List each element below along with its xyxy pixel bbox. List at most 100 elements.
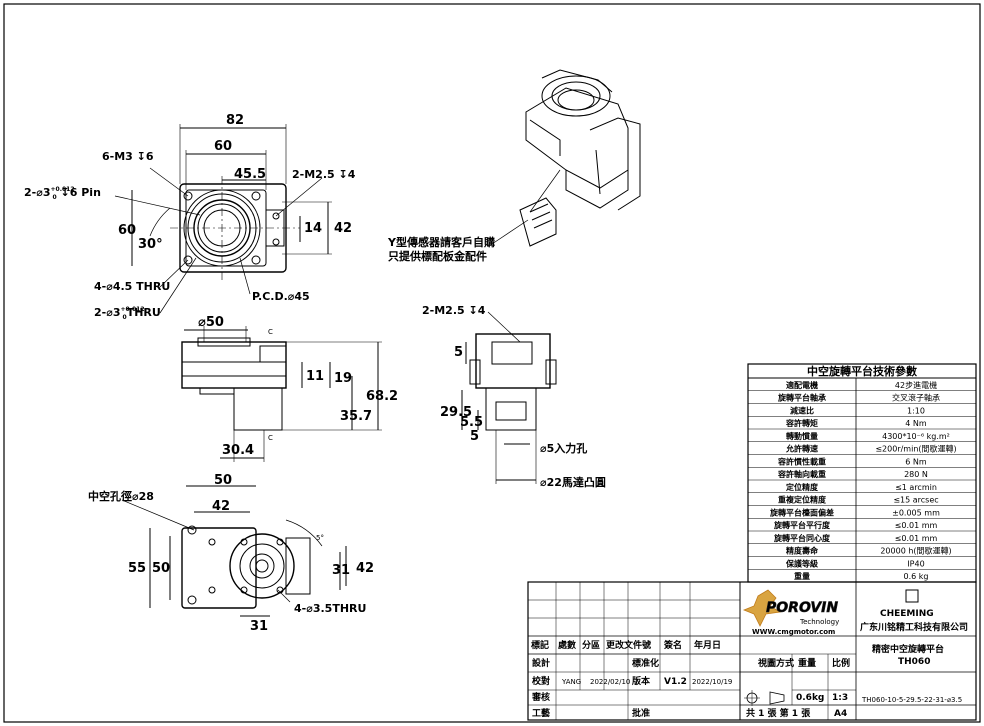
row-design: 設計: [532, 657, 550, 669]
callout-4-thru: 4-⌀4.5 THRU: [94, 280, 170, 293]
spec-value: 0.6 kg: [904, 572, 929, 581]
cheeming-logo-icon: [905, 589, 919, 603]
spec-value: ±0.005 mm: [892, 508, 940, 517]
chamfer-c1: C: [268, 328, 273, 336]
hdr-mark: 標記: [531, 639, 549, 651]
row-review: 審核: [531, 691, 550, 703]
chamfer-c2: C: [268, 434, 273, 442]
product-title: 精密中空旋轉平台: [872, 643, 944, 655]
side-view: [461, 311, 557, 484]
logo-text: CHEEMING: [880, 609, 934, 619]
spec-value: ≤15 arcsec: [893, 496, 938, 505]
paper-size: A4: [834, 709, 847, 719]
side-dim-5: 5: [454, 345, 463, 360]
part-number: TH060-10-5-29.5-22-31-⌀3.5: [861, 696, 962, 704]
spec-value: 4300*10⁻⁶ kg.m²: [882, 432, 950, 441]
spec-key: 容許轉矩: [785, 418, 818, 428]
dim-60-vert: 60: [118, 223, 136, 238]
spec-value: ≤0.01 mm: [895, 521, 938, 530]
front-view: [181, 326, 382, 462]
view-mode-label: 視圖方式: [757, 657, 794, 669]
spec-key: 精度壽命: [786, 546, 819, 556]
row-standard: 標准化: [632, 657, 659, 669]
spec-value: ≤1 arcmin: [895, 483, 937, 492]
hdr-sign: 簽名: [663, 639, 682, 651]
bottom-dim-31b: 31: [250, 619, 268, 634]
side-dim-29-5: 29.5: [440, 405, 472, 420]
top-view: [114, 124, 332, 314]
side-dim-5b: 5: [470, 429, 479, 444]
dim-60: 60: [214, 139, 232, 154]
spec-value: 1:10: [907, 406, 925, 415]
spec-key: 旋轉平台檯面偏差: [769, 507, 834, 517]
spec-key: 旋轉平台同心度: [773, 533, 831, 543]
dim-45-5: 45.5: [234, 167, 266, 182]
dim-11: 11: [306, 369, 324, 384]
spec-value: 4 Nm: [905, 419, 927, 428]
spec-key: 保護等級: [785, 558, 818, 568]
check-date: 2022/02/10: [590, 678, 630, 686]
bottom-dim-50: 50: [214, 473, 232, 488]
side-callout-m25: 2-M2.5 ↧4: [422, 304, 486, 317]
iso-view: [519, 69, 641, 247]
spec-key: 減速比: [790, 405, 814, 415]
bottom-view: [121, 485, 347, 617]
spec-value: IP40: [907, 559, 924, 568]
callout-pcd: P.C.D.⌀45: [252, 290, 310, 303]
projection-cone-icon: [769, 691, 785, 705]
sheet-border: [3, 3, 981, 723]
spec-value: 6 Nm: [905, 457, 927, 466]
check-name: YANG: [561, 678, 581, 686]
spec-key: 容許軸向載重: [777, 469, 826, 479]
dim-82: 82: [226, 113, 244, 128]
spec-value: ≤0.01 mm: [895, 534, 938, 543]
title-block: [527, 581, 977, 721]
dim-14: 14: [304, 221, 322, 236]
spec-key: 轉動慣量: [786, 431, 818, 441]
spec-value: 交叉滾子軸承: [892, 393, 940, 403]
spec-key: 容許慣性載重: [777, 456, 826, 466]
callout-2-m25: 2-M2.5 ↧4: [292, 168, 356, 181]
version-value: V1.2: [664, 677, 687, 687]
side-dim-5-5: 5.5: [460, 415, 483, 430]
iso-note-leader: [491, 219, 529, 245]
bottom-dim-42b: 42: [356, 561, 374, 576]
bottom-dim-5deg: 5°: [316, 534, 324, 542]
dim-phi50: ⌀50: [198, 315, 224, 330]
brand-name: POROVIN: [766, 600, 838, 616]
sheet-count: 共 1 張 第 1 張: [746, 707, 811, 719]
weight-label: 重量: [798, 657, 816, 669]
dim-30deg: 30°: [138, 237, 163, 252]
dim-30-4: 30.4: [222, 443, 254, 458]
spec-value: 20000 h(間歇運轉): [880, 546, 951, 556]
spec-value: ≤200r/min(間歇運轉): [875, 444, 956, 454]
bottom-dim-42: 42: [212, 499, 230, 514]
bottom-thru: 4-⌀3.5THRU: [294, 602, 366, 615]
company-name: 广东川铭精工科技有限公司: [860, 621, 968, 633]
revision-header: 標記 處數 分區 更改文件號 簽名 年月日: [531, 639, 721, 651]
bottom-dim-55: 55: [128, 561, 146, 576]
iso-note-2: 只提供標配板金配件: [388, 249, 487, 263]
dim-19: 19: [334, 371, 352, 386]
spec-key: 重量: [794, 571, 810, 581]
hdr-count: 處數: [558, 639, 577, 651]
iso-note-1: Y型傳感器請客戶自購: [387, 235, 495, 249]
spec-key: 旋轉平台軸承: [777, 393, 826, 403]
spec-value: 42步進電機: [895, 380, 937, 390]
spec-key: 適配電機: [786, 380, 818, 390]
spec-key: 重複定位精度: [778, 495, 827, 505]
website: WWW.cmgmotor.com: [752, 628, 835, 636]
dim-35-7: 35.7: [340, 409, 372, 424]
hdr-doc: 更改文件號: [606, 639, 651, 651]
spec-key: 旋轉平台平行度: [773, 520, 831, 530]
side-note-motor: ⌀22馬達凸圓: [540, 475, 606, 489]
bottom-dim-31: 31: [332, 563, 350, 578]
weight-value: 0.6kg: [796, 693, 824, 703]
dim-42: 42: [334, 221, 352, 236]
row-process: 工藝: [532, 707, 550, 719]
row-check: 校對: [532, 675, 550, 687]
